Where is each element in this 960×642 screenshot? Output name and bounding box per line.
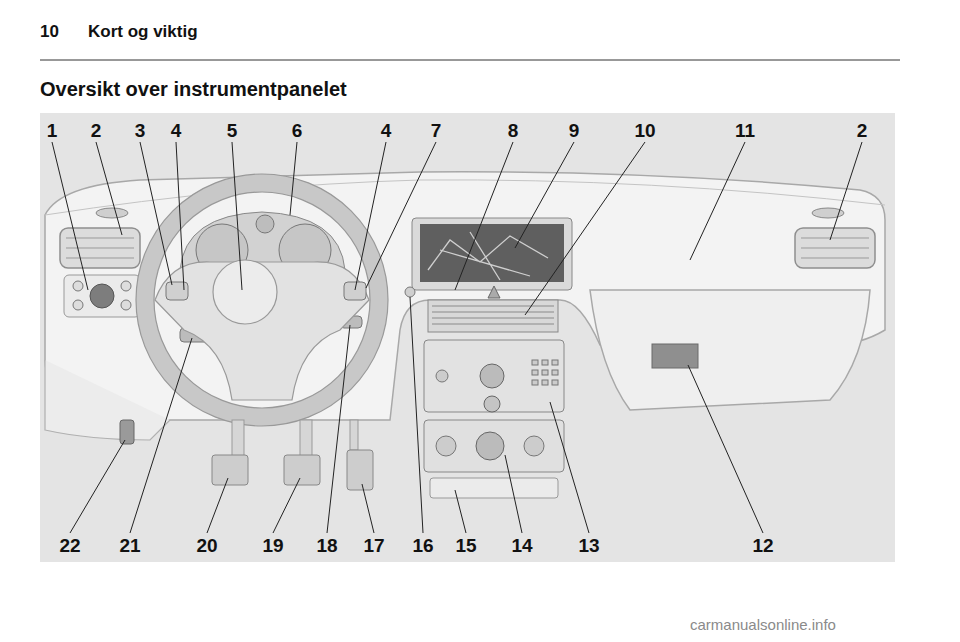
callout-number: 7	[431, 121, 442, 140]
callout-number: 5	[227, 121, 238, 140]
callout-number: 4	[171, 121, 182, 140]
callout-number: 22	[59, 536, 80, 555]
callout-number: 11	[735, 121, 755, 140]
callout-number: 1	[47, 121, 58, 140]
callout-number: 3	[135, 121, 146, 140]
callout-number: 6	[292, 121, 303, 140]
page-number: 10	[40, 22, 59, 42]
callout-number: 20	[196, 536, 217, 555]
callout-number: 19	[262, 536, 283, 555]
callout-number: 9	[569, 121, 580, 140]
callout-number: 2	[91, 121, 102, 140]
callout-number: 21	[119, 536, 140, 555]
callout-number: 8	[508, 121, 519, 140]
callout-number: 17	[363, 536, 384, 555]
callout-number: 16	[412, 536, 433, 555]
watermark: carmanualsonline.info	[690, 616, 836, 633]
callout-number: 10	[634, 121, 655, 140]
callout-number: 14	[511, 536, 532, 555]
callout-number: 13	[578, 536, 599, 555]
callout-number: 12	[752, 536, 773, 555]
callout-number: 4	[381, 121, 392, 140]
callout-number: 18	[316, 536, 337, 555]
callout-number: 15	[455, 536, 476, 555]
chapter-header: Kort og viktig	[88, 22, 198, 42]
callout-number: 2	[857, 121, 868, 140]
section-title: Oversikt over instrumentpanelet	[40, 78, 347, 101]
